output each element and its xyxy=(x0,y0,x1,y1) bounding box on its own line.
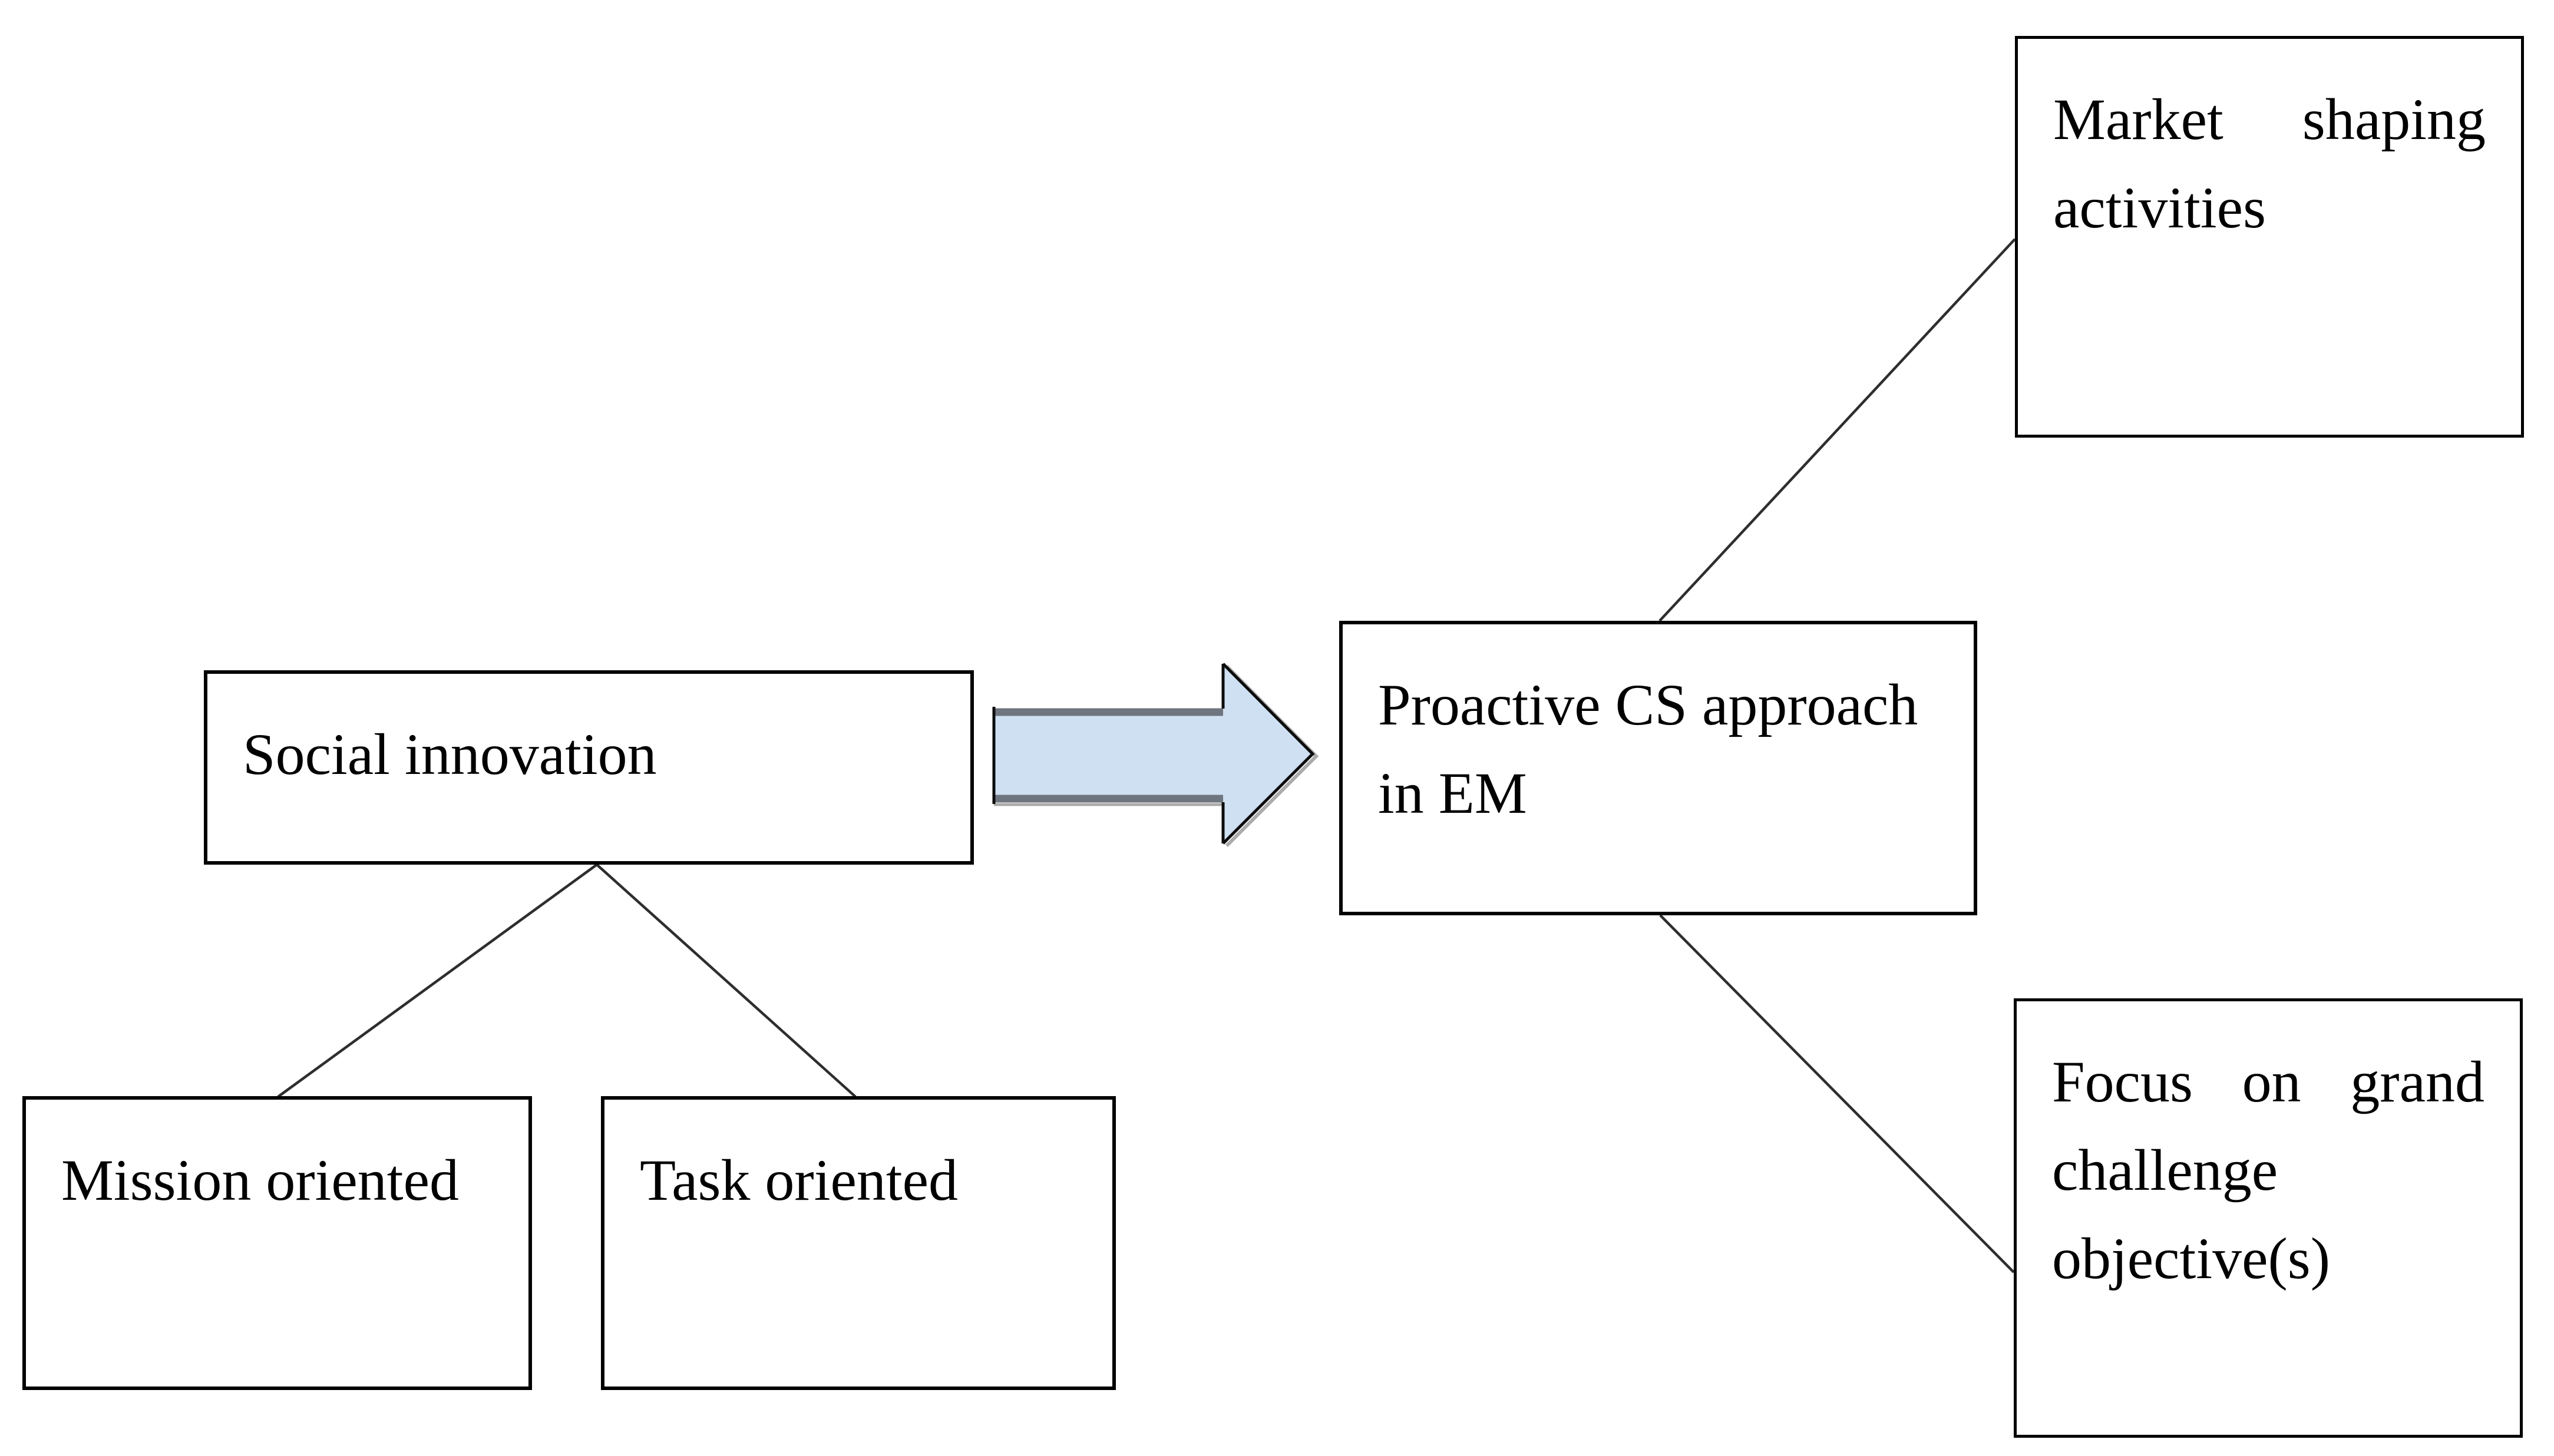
box-task-oriented: Task oriented xyxy=(601,1096,1116,1390)
connector-proactive-to-market xyxy=(1658,238,2016,622)
box-line: Social innovation xyxy=(243,722,657,787)
box-social-innovation: Social innovation xyxy=(204,670,974,865)
connector-social-to-task xyxy=(596,863,857,1098)
connector-proactive-to-focus xyxy=(1659,914,2015,1273)
box-line: in EM xyxy=(1378,760,1527,826)
block-arrow-outline xyxy=(992,663,1315,845)
box-line: Task oriented xyxy=(640,1147,959,1213)
block-arrow-gray-shadow xyxy=(994,708,1223,803)
block-arrow-body xyxy=(994,664,1313,843)
box-line: objective(s) xyxy=(2052,1226,2331,1291)
box-line: challenge xyxy=(2052,1137,2278,1203)
box-proactive-cs-approach: Proactive CS approach in EM xyxy=(1339,621,1977,915)
box-line: Mission oriented xyxy=(61,1147,459,1213)
box-line: Market shaping xyxy=(2053,87,2486,152)
block-arrow-right xyxy=(992,663,1319,848)
box-mission-oriented: Mission oriented xyxy=(22,1096,532,1390)
box-market-shaping-activities: Market shaping activities xyxy=(2015,36,2524,438)
connector-social-to-mission xyxy=(277,863,598,1098)
box-line: Proactive CS approach xyxy=(1378,672,1918,737)
box-grand-challenge-objectives: Focus on grand challenge objective(s) xyxy=(2014,998,2523,1438)
box-line: activities xyxy=(2053,175,2266,240)
box-line: Focus on grand xyxy=(2052,1049,2484,1114)
